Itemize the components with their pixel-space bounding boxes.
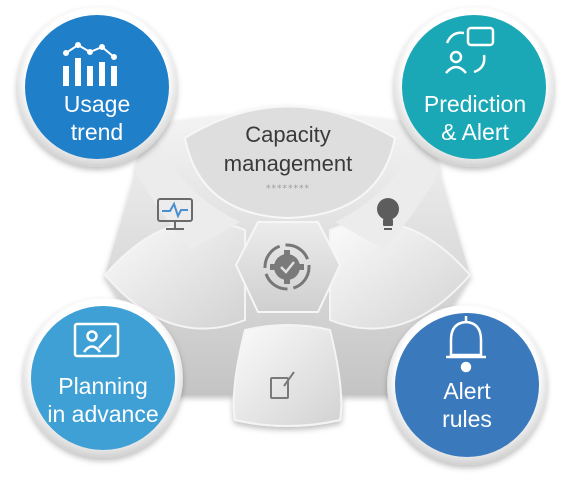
prediction-alert-node [394, 7, 554, 167]
planning-line2: in advance [47, 401, 159, 427]
usage-trend-label: Usage trend [37, 90, 157, 146]
planning-label: Planning in advance [33, 372, 173, 428]
monitor-pulse-icon [157, 198, 193, 230]
edit-icon [270, 371, 295, 399]
planning-monitor-icon [73, 322, 120, 358]
triangle-body [103, 105, 472, 427]
prediction-alert-line2: & Alert [441, 119, 509, 145]
center-title-line1: Capacity [245, 122, 331, 147]
center-title: Capacity management [198, 120, 378, 178]
gear-cycle-icon [263, 243, 311, 291]
planning-node [23, 298, 183, 458]
bar-chart-icon [63, 42, 117, 86]
lightbulb-icon [377, 198, 399, 230]
alert-rules-label: Alert rules [407, 377, 527, 433]
planning-line1: Planning [58, 373, 148, 399]
prediction-alert-label: Prediction & Alert [400, 90, 550, 146]
prediction-alert-line1: Prediction [423, 91, 527, 117]
alert-rules-line2: rules [442, 406, 492, 432]
center-title-line2: management [223, 151, 353, 176]
usage-trend-line2: trend [70, 119, 124, 145]
prediction-cycle-icon [445, 26, 495, 74]
usage-trend-line1: Usage [63, 91, 131, 117]
alert-rules-node [387, 305, 547, 465]
center-dots: ******** [266, 184, 310, 194]
usage-trend-node [17, 7, 177, 167]
bell-icon [446, 316, 486, 373]
alert-rules-line1: Alert [443, 378, 491, 404]
